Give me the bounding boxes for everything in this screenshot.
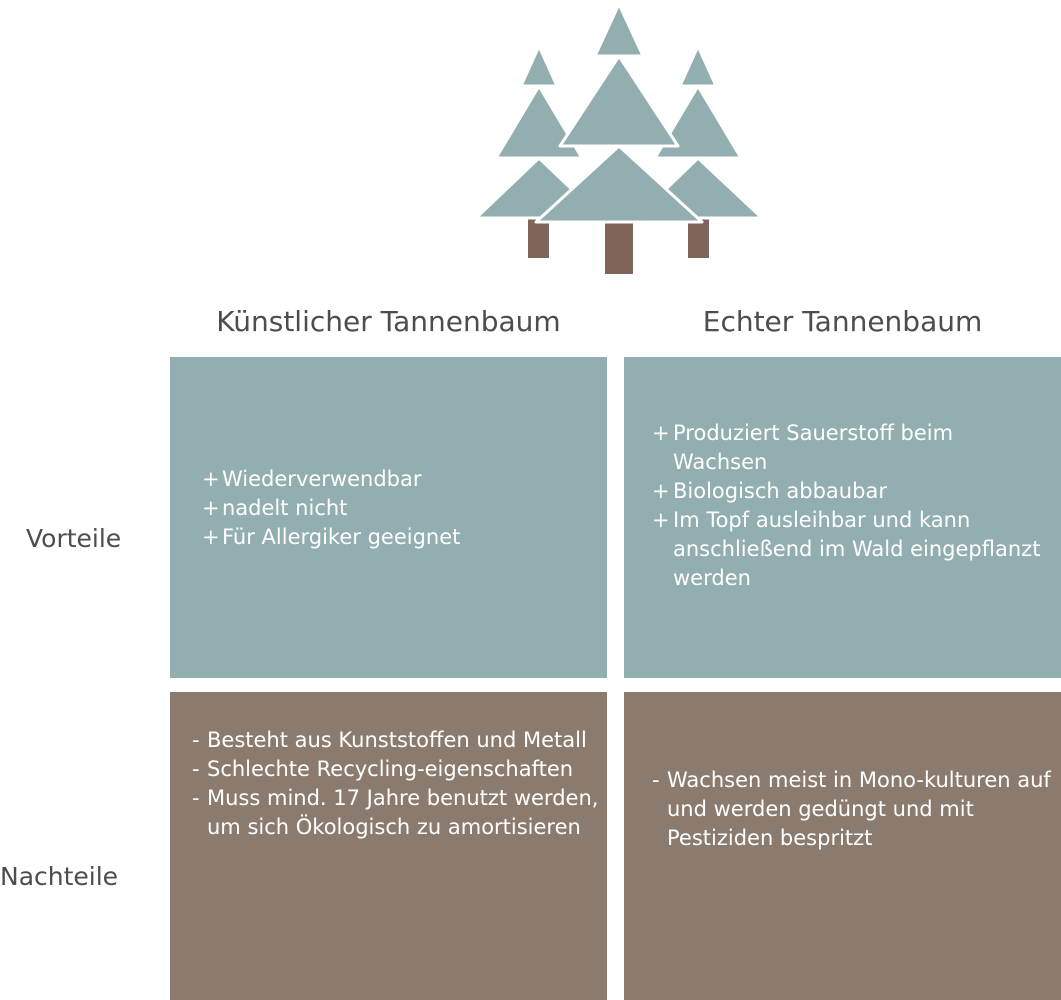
right-trunk [688,218,709,258]
cell-artificial-cons: -Besteht aus Kunststoffen und Metall -Sc… [170,692,607,1000]
list-item: -Besteht aus Kunststoffen und Metall [192,726,602,755]
artificial-pros-list: +Wiederverwendbar +nadelt nicht +Für All… [202,465,602,552]
column-header-real: Echter Tannenbaum [702,305,983,338]
real-pros-list: +Produziert Sauerstoff beim Wachsen +Bio… [652,419,1052,593]
plus-mark: + [202,467,220,491]
plus-mark: + [202,496,220,520]
right-tree [634,44,764,258]
list-item: +Produziert Sauerstoff beim Wachsen [652,419,1052,477]
minus-mark: - [192,786,200,810]
list-item-text: Muss mind. 17 Jahre benutzt werden, um s… [207,786,599,839]
left-tree-tier-top [519,44,559,88]
list-item: +Biologisch abbaubar [652,477,1052,506]
left-trunk [528,218,549,258]
real-cons-list: -Wachsen meist in Mono-kulturen auf und … [652,766,1052,853]
list-item-text: nadelt nicht [222,496,348,520]
minus-mark: - [652,768,660,792]
plus-mark: + [652,508,670,532]
center-tree [534,2,704,274]
plus-mark: + [652,421,670,445]
list-item-text: Schlechte Recycling-eigenschaften [207,757,574,781]
list-item-text: Wachsen meist in Mono-kulturen auf und w… [667,768,1051,850]
list-item-text: Im Topf ausleihbar und kann anschließend… [673,508,1041,590]
list-item: +Im Topf ausleihbar und kann anschließen… [652,506,1052,593]
list-item-text: Biologisch abbaubar [673,479,887,503]
list-item: -Muss mind. 17 Jahre benutzt werden, um … [192,784,602,842]
center-tree-tier-top [593,2,645,58]
minus-mark: - [192,728,200,752]
list-item: +Für Allergiker geeignet [202,523,602,552]
plus-mark: + [202,525,220,549]
cell-real-pros: +Produziert Sauerstoff beim Wachsen +Bio… [624,357,1061,678]
list-item-text: Wiederverwendbar [222,467,422,491]
center-tree-tier-mid [558,54,680,148]
fir-trees-icon [474,2,764,274]
left-tree [474,44,604,258]
plus-mark: + [652,479,670,503]
list-item: +Wiederverwendbar [202,465,602,494]
right-tree-tier-top [678,44,718,88]
artificial-cons-list: -Besteht aus Kunststoffen und Metall -Sc… [192,726,602,842]
row-header-cons: Nachteile [0,862,119,891]
center-tree-tier-bottom [534,144,704,224]
center-trunk [605,222,633,274]
cell-artificial-pros: +Wiederverwendbar +nadelt nicht +Für All… [170,357,607,678]
column-header-artificial: Künstlicher Tannenbaum [216,305,561,338]
list-item-text: Produziert Sauerstoff beim Wachsen [673,421,954,474]
list-item-text: Für Allergiker geeignet [222,525,461,549]
list-item: -Wachsen meist in Mono-kulturen auf und … [652,766,1052,853]
list-item: -Schlechte Recycling-eigenschaften [192,755,602,784]
list-item-text: Besteht aus Kunststoffen und Metall [207,728,587,752]
list-item: +nadelt nicht [202,494,602,523]
row-header-pros: Vorteile [26,524,122,553]
minus-mark: - [192,757,200,781]
cell-real-cons: -Wachsen meist in Mono-kulturen auf und … [624,692,1061,1000]
